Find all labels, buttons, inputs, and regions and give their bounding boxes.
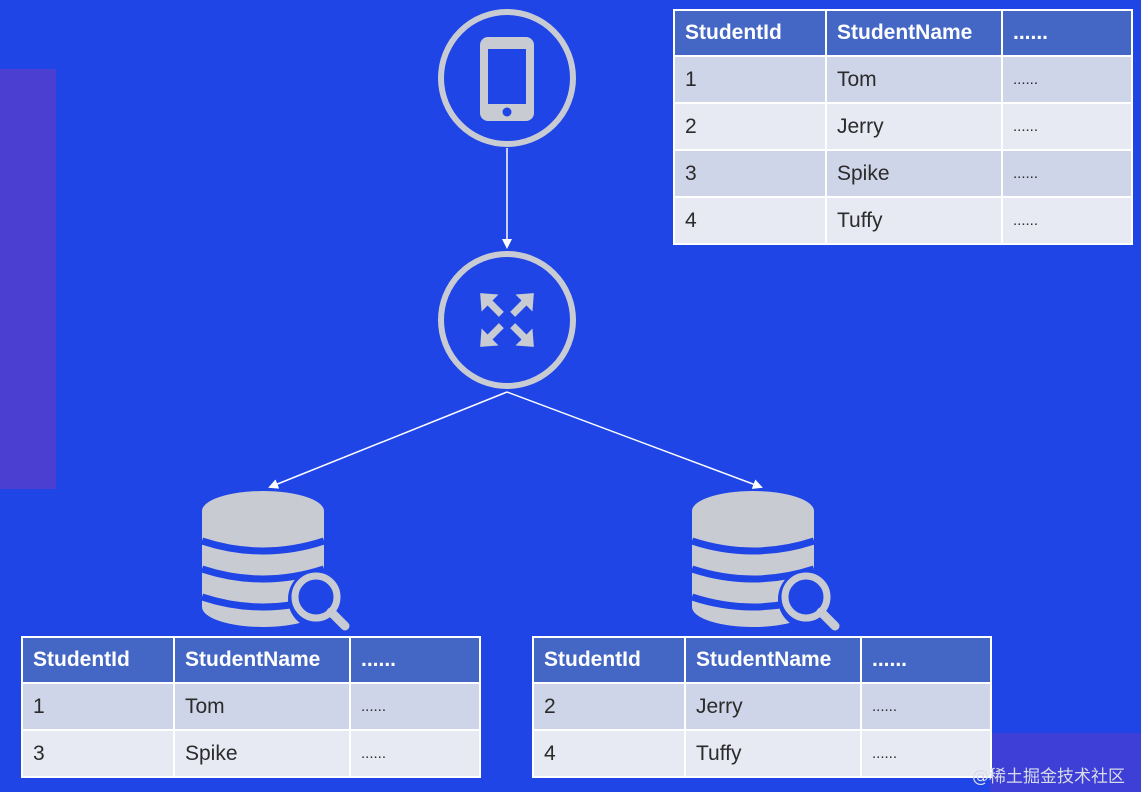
database-search-icon (200, 491, 350, 631)
cell-more: ...... (349, 729, 481, 778)
watermark: @稀土掘金技术社区 (972, 767, 1125, 787)
cell-more: ...... (860, 729, 992, 778)
cell-studentname: Tom (825, 55, 1003, 104)
arrow-router-to-db-left (268, 391, 508, 489)
cell-studentid: 3 (21, 729, 175, 778)
cell-more: ...... (349, 682, 481, 731)
cell-more: ...... (1001, 149, 1133, 198)
cell-studentid: 4 (532, 729, 686, 778)
table-row: 3 Spike ...... (673, 149, 1133, 198)
cell-studentname: Jerry (825, 102, 1003, 151)
column-header-more: ...... (349, 636, 481, 684)
cell-studentname: Spike (825, 149, 1003, 198)
side-panel (0, 69, 56, 489)
table-row: 1 Tom ...... (21, 682, 481, 731)
cell-studentid: 4 (673, 196, 827, 245)
cell-more: ...... (1001, 102, 1133, 151)
cell-studentid: 1 (21, 682, 175, 731)
cell-more: ...... (1001, 55, 1133, 104)
column-header-studentid: StudentId (532, 636, 686, 684)
table-row: 3 Spike ...... (21, 729, 481, 778)
column-header-studentname: StudentName (173, 636, 351, 684)
shard-odd-table: StudentId StudentName ...... 1 Tom .....… (21, 636, 481, 778)
column-header-studentname: StudentName (825, 9, 1003, 57)
header-row: StudentId StudentName ...... (21, 636, 481, 684)
shard-even-table: StudentId StudentName ...... 2 Jerry ...… (532, 636, 992, 778)
expand-arrows-icon (438, 251, 576, 389)
table-row: 2 Jerry ...... (532, 682, 992, 731)
column-header-studentname: StudentName (684, 636, 862, 684)
cell-studentname: Spike (173, 729, 351, 778)
column-header-studentid: StudentId (21, 636, 175, 684)
header-row: StudentId StudentName ...... (532, 636, 992, 684)
table-row: 2 Jerry ...... (673, 102, 1133, 151)
arrow-router-to-db-right (506, 391, 763, 489)
table-row: 1 Tom ...... (673, 55, 1133, 104)
corner-panel (990, 733, 1141, 792)
column-header-more: ...... (860, 636, 992, 684)
cell-studentname: Tuffy (684, 729, 862, 778)
cell-more: ...... (1001, 196, 1133, 245)
cell-studentid: 3 (673, 149, 827, 198)
cell-studentid: 2 (673, 102, 827, 151)
phone-icon (438, 9, 576, 147)
column-header-more: ...... (1001, 9, 1133, 57)
cell-studentid: 1 (673, 55, 827, 104)
all-students-table: StudentId StudentName ...... 1 Tom .....… (673, 9, 1133, 245)
cell-studentname: Jerry (684, 682, 862, 731)
header-row: StudentId StudentName ...... (673, 9, 1133, 57)
table-row: 4 Tuffy ...... (673, 196, 1133, 245)
cell-studentname: Tuffy (825, 196, 1003, 245)
cell-studentname: Tom (173, 682, 351, 731)
column-header-studentid: StudentId (673, 9, 827, 57)
cell-more: ...... (860, 682, 992, 731)
table-row: 4 Tuffy ...... (532, 729, 992, 778)
database-search-icon (690, 491, 840, 631)
cell-studentid: 2 (532, 682, 686, 731)
